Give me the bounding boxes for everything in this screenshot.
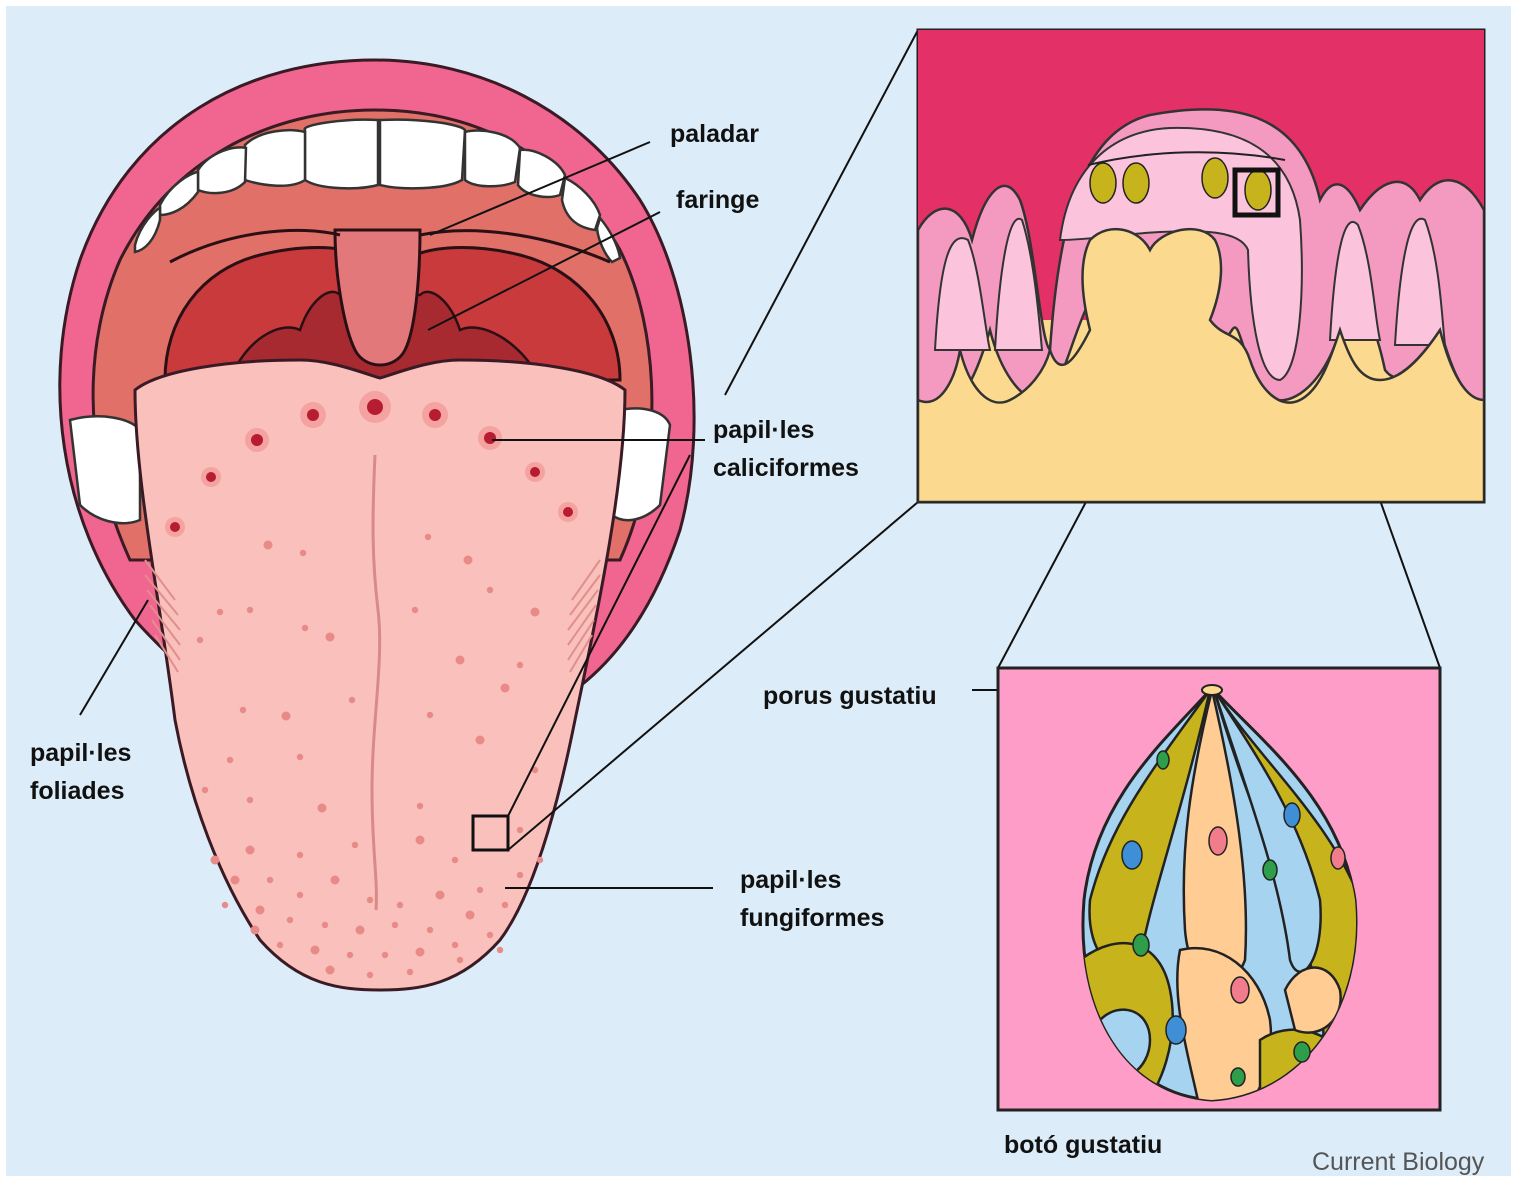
fungiform-papilla-dot [297,892,303,898]
fungiform-papilla-dot [297,852,303,858]
fungiform-papilla-dot [427,927,433,933]
fungiform-papilla-dot [456,656,465,665]
credit-current-biology: Current Biology [1312,1148,1484,1177]
fungiform-papilla-dot [251,926,260,935]
fungiform-papilla-dot [436,891,445,900]
fungiform-papilla-dot [392,922,398,928]
fungiform-papilla-dot [477,887,483,893]
label-circumvallate-1: papil·les [713,411,814,449]
fungiform-papilla-dot [452,942,458,948]
fungiform-papilla-dot [227,757,233,763]
fungiform-papilla-dot [476,736,485,745]
fungiform-papilla-dot [347,952,353,958]
fungiform-papilla-dot [311,946,320,955]
fungiform-papilla-dot [452,857,458,863]
fungiform-papilla-dot [300,550,306,556]
fungiform-papilla-dot [537,857,543,863]
fungiform-papilla-dot [326,966,335,975]
fungiform-papilla-dot [517,827,523,833]
fungiform-papilla-dot [497,947,503,953]
fungiform-papilla-dot [397,902,403,908]
fungiform-papilla-dot [501,684,510,693]
label-foliate-2: foliades [30,772,124,810]
fungiform-papilla-dot [282,712,291,721]
fungiform-papilla-dot [246,846,255,855]
fungiform-papilla-dot [356,926,365,935]
fungiform-papilla-dot [352,842,358,848]
label-taste-bud: botó gustatiu [1004,1126,1162,1164]
fungiform-papilla-dot [322,922,328,928]
fungiform-papilla-dot [267,877,273,883]
label-pharynx: faringe [676,181,759,219]
fungiform-papilla-dot [331,876,340,885]
fungiform-papilla-dot [247,797,253,803]
taste-bud-illustration [998,668,1440,1110]
fungiform-papilla-dot [277,942,283,948]
fungiform-papilla-dot [231,876,240,885]
fungiform-papilla-dot [247,607,253,613]
tongue [135,360,625,990]
fungiform-papilla-dot [256,906,265,915]
fungiform-papilla-dot [240,707,246,713]
fungiform-papilla-dot [202,787,208,793]
fungiform-papilla-dot [416,836,425,845]
label-circumvallate-2: caliciformes [713,449,859,487]
fungiform-papilla-dot [502,902,508,908]
fungiform-papilla-dot [487,587,493,593]
fungiform-papilla-dot [302,625,308,631]
fungiform-papilla-dot [517,662,523,668]
fungiform-papilla-dot [367,972,373,978]
fungiform-papilla-dot [531,608,540,617]
label-foliate-1: papil·les [30,734,131,772]
taste-pore [1202,685,1222,695]
fungiform-papilla-dot [326,633,335,642]
fungiform-papilla-dot [416,948,425,957]
fungiform-papilla-dot [297,754,303,760]
fungiform-papilla-dot [382,952,388,958]
fungiform-papilla-dot [349,697,355,703]
fungiform-papilla-dot [466,911,475,920]
fungiform-papilla-dot [425,534,431,540]
label-palate: paladar [670,115,759,153]
fungiform-papilla-dot [318,804,327,813]
fungiform-papilla-dot [517,872,523,878]
fungiform-papilla-dot [222,902,228,908]
label-fungiform-2: fungiformes [740,899,884,937]
fungiform-papilla-dot [412,607,418,613]
fungiform-papilla-dot [487,932,493,938]
label-fungiform-1: papil·les [740,861,841,899]
fungiform-papilla-dot [197,637,203,643]
fungiform-papilla-dot [407,969,413,975]
fungiform-papilla-dot [417,803,423,809]
fungiform-papilla-dot [217,609,223,615]
fungiform-papilla-dot [427,712,433,718]
fungiform-papilla-dot [367,897,373,903]
fungiform-papilla-dot [464,556,473,565]
tongue-illustration [60,60,694,990]
fungiform-papilla-dot [211,856,220,865]
fungiform-papilla-dot [287,917,293,923]
papilla-cross-section [918,30,1484,502]
label-taste-pore: porus gustatiu [763,677,937,715]
fungiform-papilla-dot [457,957,463,963]
fungiform-papilla-dot [264,541,273,550]
